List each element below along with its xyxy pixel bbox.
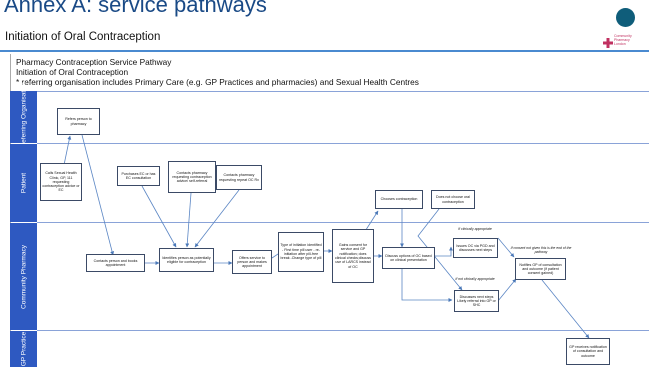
note-if-clinically-appropriate: If clinically appropriate [458, 227, 492, 231]
lane-label-community-pharmacy: Community Pharmacy [10, 223, 37, 330]
pathway-title: Pharmacy Contraception Service Pathway [16, 57, 172, 67]
notifies-gp-box: Notifies GP of consultation and outcome … [515, 258, 566, 280]
lane-divider [37, 91, 649, 92]
contacts-repeat-rx-box: Contacts pharmacy requesting repeat OC R… [216, 165, 262, 190]
refers-person-box: Refers person to pharmacy [57, 108, 100, 135]
arrow-notifies-to-gp [541, 279, 590, 339]
arrow-refers-to-books [81, 134, 115, 256]
lane-divider [37, 222, 649, 223]
arrow-calls-to-refers [63, 135, 72, 166]
arrow-next-steps-to-notifies [497, 278, 517, 302]
note-consent-not-given: If consent not given this is the end of … [510, 246, 572, 255]
identifies-eligible-box: Identifies person as potentially eligibl… [159, 248, 214, 272]
discusses-next-steps-box: Discusses next steps Likely referral int… [454, 290, 499, 312]
arrow-contacts-repeat-to-identifies [194, 189, 240, 248]
pathway-note: * referring organisation includes Primar… [16, 77, 419, 87]
discuss-options-box: Discuss options of OC based on clinical … [382, 247, 435, 269]
issues-oc-box: Issues OC via PGD and discusses next ste… [453, 238, 498, 258]
lane-label-referring-organisation: * Referring Organisation [10, 82, 37, 152]
calls-services-box: Calls Sexual Health Clinic, GP, 111 requ… [40, 163, 82, 201]
gp-receives-notification-box: GP receives notification of consultation… [566, 338, 610, 365]
arrow-does-not-choose-to-next-steps [417, 208, 463, 291]
community-pharmacy-logo [603, 35, 613, 53]
note-if-not-clinically-appropriate: If not clinically appropriate [455, 277, 495, 281]
arrow-purchases-to-identifies [141, 185, 177, 248]
offers-service-box: Offers service to person and makes appoi… [232, 250, 272, 274]
lane-label-gp-practice: GP Practice [10, 331, 37, 367]
nhs-crest-logo [616, 8, 635, 27]
contacts-self-referral-box: Contacts pharmacy requesting contracepti… [168, 161, 216, 193]
gains-consent-box: Gains consent for service and GP notific… [332, 229, 374, 283]
does-not-choose-box: Does not choose oral contraception [431, 190, 475, 209]
header-divider [0, 50, 649, 52]
chooses-contraception-box: Chooses contraception [375, 190, 423, 209]
books-appointment-box: Contacts person and books appointment [86, 254, 145, 272]
arrow-contacts-self-to-identifies [185, 192, 192, 248]
page-title: Annex A: service pathways [4, 0, 267, 17]
arrow-discuss-to-issues [435, 246, 453, 257]
lane-divider [37, 330, 649, 331]
pathway-subtitle: Initiation of Oral Contraception [16, 67, 129, 77]
purchases-ec-box: Purchases EC or has EC consultation [117, 166, 160, 186]
arrow-discuss-to-next-steps [401, 268, 453, 302]
page-subtitle: Initiation of Oral Contraception [5, 31, 161, 43]
lane-label-patient: Patient [10, 144, 37, 222]
type-of-initiation-box: Type of initiation identified - First ti… [278, 232, 324, 272]
lane-divider [37, 143, 649, 144]
arrow-issues-to-notifies [497, 237, 515, 258]
